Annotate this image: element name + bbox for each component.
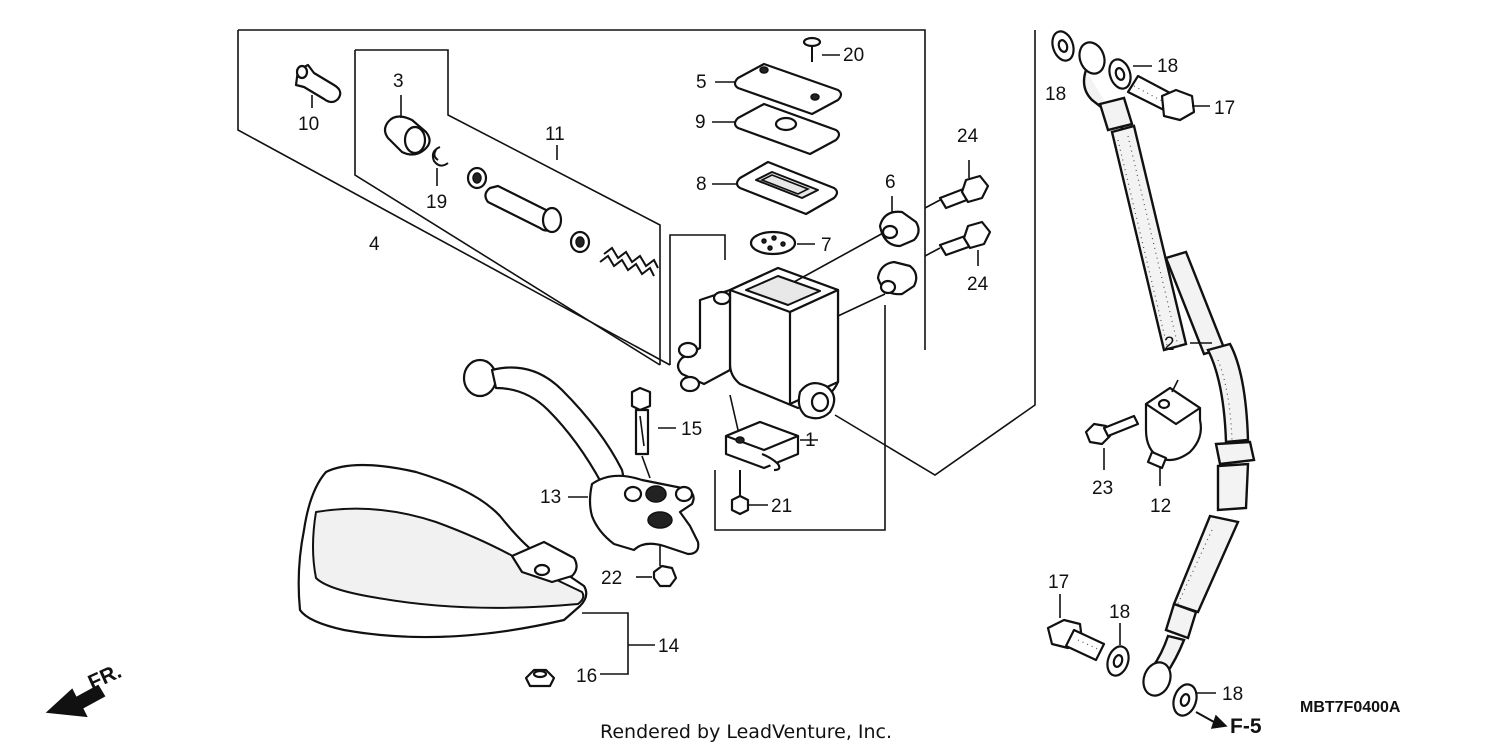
label-part-4: 4	[369, 234, 380, 255]
brake-lever-part-13	[462, 358, 700, 556]
label-part-24b: 24	[967, 274, 989, 295]
washer-part-18c	[1106, 623, 1130, 677]
front-direction-arrow: FR.	[45, 660, 125, 718]
label-part-10: 10	[298, 114, 319, 135]
float-part-7	[749, 230, 815, 256]
label-part-18c: 18	[1109, 602, 1130, 623]
washer-part-18b	[1108, 58, 1152, 90]
label-part-11: 11	[545, 124, 565, 145]
hose-leader-frame	[834, 30, 1036, 476]
label-part-16: 16	[576, 666, 597, 687]
assembly-frame-11	[354, 49, 661, 366]
label-part-18a: 18	[1045, 84, 1066, 105]
part-labels: 3 10 19 11 4 5 20 9 8 7 6 24 24 1 15 13 …	[298, 45, 1243, 705]
diaphragm-plate-part-9	[712, 102, 841, 156]
label-part-19: 19	[426, 192, 447, 213]
render-credit: Rendered by LeadVenture, Inc.	[600, 721, 892, 743]
label-part-6: 6	[885, 172, 896, 193]
label-part-1: 1	[805, 430, 816, 451]
washer-part-18d	[1172, 683, 1216, 717]
label-part-17a: 17	[1214, 98, 1235, 119]
front-arrow-label: FR.	[85, 660, 125, 695]
pivot-pin-part-10	[294, 63, 342, 108]
hose-clamp-part-12	[1144, 379, 1202, 486]
diagram-code: MBT7F0400A	[1300, 699, 1401, 716]
reference-label: F-5	[1230, 715, 1262, 738]
holder-bolt-part-24a	[924, 160, 990, 210]
label-part-14: 14	[658, 636, 680, 657]
diaphragm-part-8	[712, 160, 839, 216]
clamp-bolt-part-23	[1084, 414, 1140, 470]
brake-switch-part-1	[724, 394, 818, 472]
label-part-21: 21	[771, 496, 792, 517]
pivot-bolt-part-15	[630, 386, 676, 479]
label-part-18b: 18	[1157, 56, 1178, 77]
label-part-24a: 24	[957, 126, 979, 147]
label-part-23: 23	[1092, 478, 1113, 499]
pivot-nut-part-22	[636, 545, 678, 588]
label-part-5: 5	[696, 72, 707, 93]
label-part-9: 9	[695, 112, 706, 133]
label-part-8: 8	[696, 174, 707, 195]
label-part-20: 20	[843, 45, 864, 66]
reservoir-cap-part-5	[715, 62, 843, 116]
label-part-12: 12	[1150, 496, 1171, 517]
cap-screw-part-20	[802, 36, 840, 62]
hand-guard-part-14	[297, 463, 655, 675]
circlip-part-19	[431, 146, 449, 186]
reference-f5: F-5	[1195, 711, 1262, 738]
holder-part-6	[876, 196, 920, 296]
assembly-frame-1	[714, 305, 886, 531]
label-part-18d: 18	[1222, 684, 1243, 705]
assembly-frame-4	[237, 29, 926, 366]
label-part-17b: 17	[1048, 572, 1069, 593]
label-part-7: 7	[821, 235, 832, 256]
switch-screw-part-21	[730, 470, 768, 516]
brake-hose-part-2	[1078, 41, 1256, 697]
banjo-bolt-part-17a	[1126, 74, 1210, 122]
label-part-13: 13	[540, 487, 561, 508]
washer-part-18a	[1051, 30, 1075, 62]
label-part-3: 3	[393, 71, 404, 92]
piston-kit-part-11	[466, 145, 659, 277]
label-part-15: 15	[681, 419, 702, 440]
master-cylinder-body	[676, 231, 886, 420]
holder-bolt-part-24b	[924, 220, 992, 266]
label-part-22: 22	[601, 568, 622, 589]
boot-part-3	[383, 95, 431, 156]
label-part-2: 2	[1164, 334, 1175, 355]
guard-nut-part-16	[524, 668, 556, 688]
banjo-bolt-part-17b	[1046, 594, 1106, 662]
